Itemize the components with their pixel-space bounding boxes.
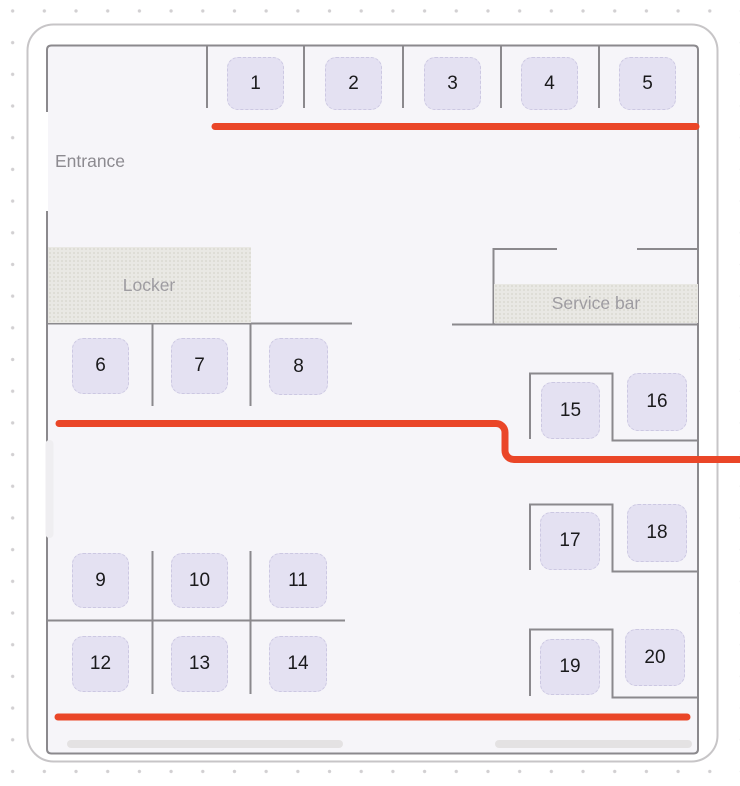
- table-number: 8: [293, 355, 304, 377]
- table-number: 16: [646, 391, 668, 412]
- table-15[interactable]: 15: [541, 382, 600, 439]
- table-number: 14: [287, 653, 309, 674]
- table-number: 20: [644, 646, 666, 668]
- table-3[interactable]: 3: [424, 57, 481, 110]
- table-11[interactable]: 11: [269, 553, 327, 608]
- table-12[interactable]: 12: [72, 636, 129, 692]
- table-number: 13: [188, 653, 211, 674]
- bottom-door-marker-left: [67, 740, 343, 748]
- table-6[interactable]: 6: [72, 338, 129, 394]
- service-bar-label: Service bar: [551, 293, 641, 313]
- red-annotation-lines[interactable]: [54, 123, 740, 721]
- table-number: 17: [559, 530, 581, 551]
- table-13[interactable]: 13: [171, 636, 228, 692]
- table-number: 12: [89, 653, 112, 674]
- door-markers: [45, 440, 692, 748]
- table-number: 5: [642, 72, 653, 94]
- entrance-label: Entrance: [55, 151, 126, 171]
- table-20[interactable]: 20: [625, 629, 685, 686]
- table-number: 6: [95, 355, 106, 376]
- table-19[interactable]: 19: [540, 639, 600, 695]
- table-number: 9: [95, 569, 106, 591]
- partition-walls: [47, 45, 697, 699]
- table-17[interactable]: 17: [540, 512, 600, 570]
- table-4[interactable]: 4: [521, 57, 578, 110]
- locker-label: Locker: [122, 274, 176, 295]
- table-7[interactable]: 7: [171, 338, 228, 394]
- table-10[interactable]: 10: [171, 553, 228, 608]
- red-line-middle[interactable]: [55, 420, 740, 463]
- table-number: 7: [194, 355, 205, 376]
- table-1[interactable]: 1: [227, 57, 284, 110]
- table-14[interactable]: 14: [269, 636, 327, 692]
- service-bar-area[interactable]: Service bar: [494, 284, 698, 323]
- left-door-marker: [45, 440, 54, 538]
- room-perimeter-wall: [46, 44, 699, 755]
- table-18[interactable]: 18: [627, 504, 687, 562]
- table-5[interactable]: 5: [619, 57, 676, 110]
- table-number: 10: [188, 569, 211, 591]
- table-number: 18: [646, 522, 668, 543]
- table-number: 2: [348, 72, 359, 94]
- table-number: 3: [447, 72, 458, 94]
- table-9[interactable]: 9: [72, 553, 129, 608]
- locker-area[interactable]: Locker: [47, 247, 251, 323]
- table-number: 1: [250, 72, 261, 94]
- table-number: 4: [544, 72, 555, 94]
- table-number: 19: [559, 656, 581, 677]
- table-16[interactable]: 16: [627, 373, 687, 431]
- table-number: 11: [288, 569, 308, 591]
- bottom-door-marker-right: [495, 740, 692, 748]
- table-8[interactable]: 8: [269, 338, 328, 395]
- table-2[interactable]: 2: [325, 57, 382, 110]
- table-number: 15: [559, 399, 582, 421]
